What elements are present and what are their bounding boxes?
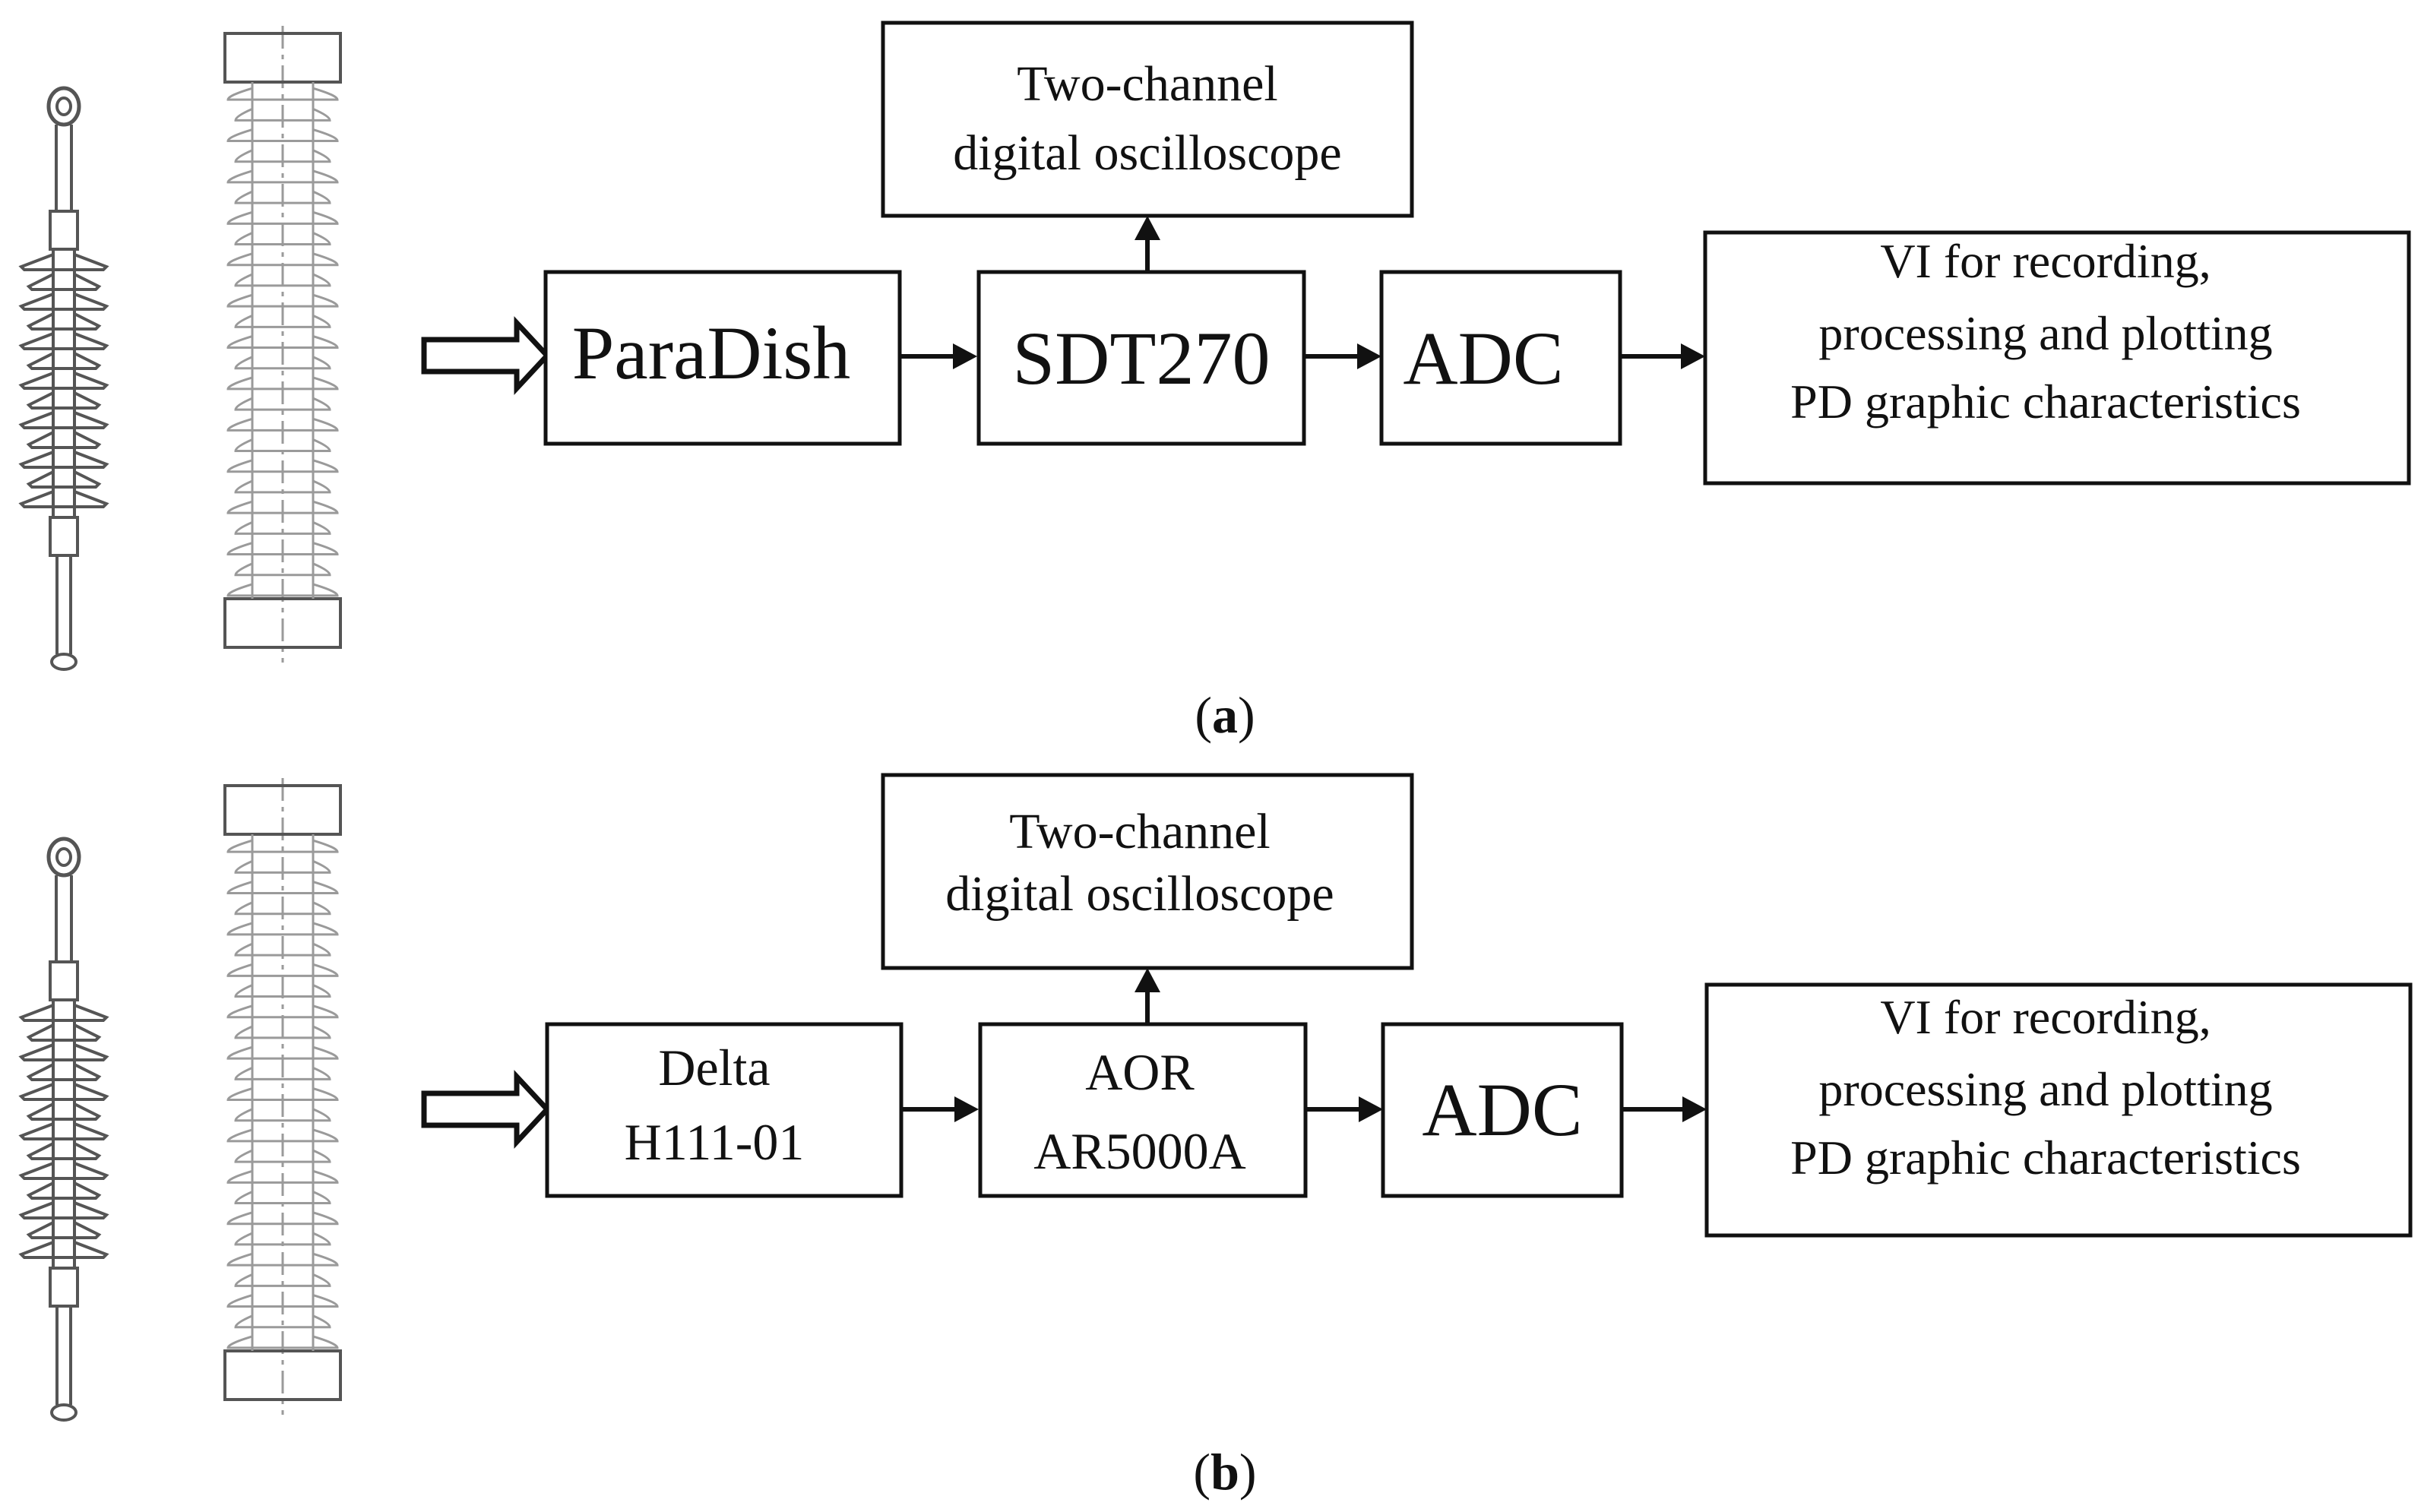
sensor-block: ParaDish (543, 270, 902, 446)
adc-label: ADC (1403, 316, 1563, 400)
input-hollow-arrow (421, 1070, 551, 1149)
input-hollow-arrow (421, 316, 551, 395)
adc-block: ADC (1379, 270, 1622, 446)
vi-label-line1: VI for recording, (1880, 990, 2211, 1044)
sensor-block: Delta H111-01 (545, 1022, 904, 1198)
panel-a: Two-channel digital oscilloscope ParaDis… (18, 21, 2411, 744)
receiver-label-line2: AR5000A (1033, 1122, 1246, 1180)
arrow-receiver-to-adc (1304, 343, 1381, 369)
sensor-label: ParaDish (572, 311, 851, 395)
oscilloscope-label-line1: Two-channel (1017, 56, 1278, 112)
sensor-label-line1: Delta (658, 1039, 770, 1096)
receiver-block: SDT270 (976, 270, 1306, 446)
vi-label-line3: PD graphic characteristics (1790, 1131, 2301, 1185)
arrow-sensor-to-receiver (900, 343, 977, 369)
vi-label-line2: processing and plotting (1818, 1062, 2272, 1116)
oscilloscope-block: Two-channel digital oscilloscope (881, 773, 1414, 970)
adc-block: ADC (1381, 1022, 1624, 1198)
arrow-receiver-to-oscilloscope (1135, 968, 1160, 1024)
vi-label-line1: VI for recording, (1880, 234, 2211, 288)
panel-b-caption: (b) (1193, 1443, 1256, 1501)
receiver-block: AOR AR5000A (978, 1022, 1308, 1198)
receiver-label: SDT270 (1013, 316, 1271, 400)
arrow-adc-to-vi (1620, 343, 1705, 369)
vi-label-line3: PD graphic characteristics (1790, 375, 2301, 429)
vi-label-line2: processing and plotting (1818, 306, 2272, 360)
arrow-receiver-to-adc (1305, 1096, 1383, 1122)
oscilloscope-block: Two-channel digital oscilloscope (881, 21, 1414, 218)
oscilloscope-label-line2: digital oscilloscope (953, 125, 1341, 181)
sensor-label-line2: H111-01 (625, 1113, 805, 1171)
arrow-sensor-to-receiver (901, 1096, 979, 1122)
oscilloscope-label-line2: digital oscilloscope (945, 866, 1334, 922)
arrow-receiver-to-oscilloscope (1135, 216, 1160, 272)
panel-b: Two-channel digital oscilloscope Delta H… (18, 773, 2413, 1501)
panel-a-caption: (a) (1195, 686, 1255, 744)
vi-block: VI for recording, processing and plottin… (1704, 982, 2413, 1238)
oscilloscope-label-line1: Two-channel (1009, 804, 1271, 859)
suspension-insulator-icon (18, 86, 109, 671)
suspension-insulator-icon (18, 837, 109, 1422)
vi-block: VI for recording, processing and plottin… (1703, 230, 2411, 486)
post-insulator-icon (223, 778, 342, 1415)
receiver-label-line1: AOR (1085, 1043, 1195, 1101)
arrow-adc-to-vi (1622, 1096, 1707, 1122)
post-insulator-icon (223, 26, 342, 663)
adc-label: ADC (1422, 1068, 1582, 1152)
